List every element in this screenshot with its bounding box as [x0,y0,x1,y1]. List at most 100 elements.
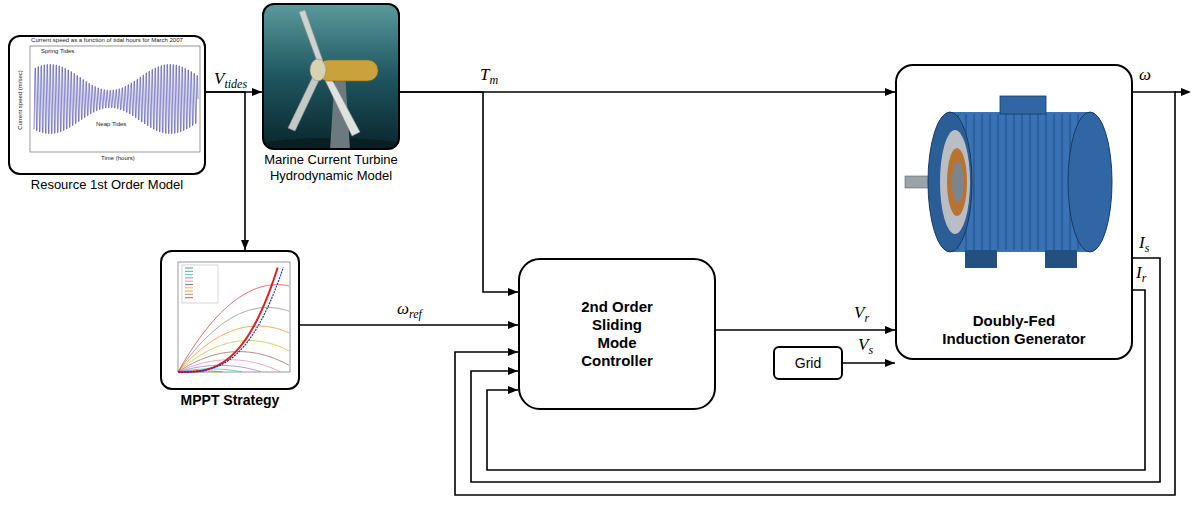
mppt-plot-part [178,308,289,372]
mppt-plot-part [185,284,193,285]
mppt-box: MPPT Strategy [160,250,300,390]
turbine-illustration-part [299,10,324,64]
signal-subscript: r [1142,271,1147,285]
signal-name: Vs [856,336,875,356]
mppt-plot-part [162,252,298,388]
annotation: Spring Tides [40,48,75,55]
mppt-plot-part [178,262,290,372]
mppt-plot-part [185,297,193,298]
cooling-fins-part [973,114,974,250]
tide-plot [10,37,204,173]
mppt-plot-part [178,360,280,372]
cooling-fins-part [1029,114,1030,250]
signal-subscript: ref [409,307,422,321]
output-arrow [1175,88,1191,96]
cooling-fins-part [1037,114,1038,250]
cooling-fins-part [1021,114,1022,250]
mppt-plot-part [182,265,218,303]
axis-title: Time (hours) [100,155,136,162]
signal-arrow [400,92,518,292]
grid-box: Grid [773,346,843,380]
cooling-fins-part [981,114,982,250]
signal-symbol: T [480,65,489,84]
controller-box: 2nd Order Sliding Mode Controller [518,258,716,410]
signal-arrow [843,362,895,364]
signal-name: ωref [395,300,424,320]
generator-illustration-part [928,112,972,252]
signal-arrow [455,92,1175,495]
generator-illustration-part [1045,250,1077,268]
signal-subscript: s [868,343,873,357]
turbine-illustration-part [318,60,378,81]
mppt-plot-part [185,268,193,269]
mppt-plot-part [185,287,193,288]
axis-title: Current speed (m/sec) [17,69,24,131]
generator-illustration-part [1000,96,1046,114]
signal-symbol: I [1136,263,1142,282]
generator-illustration-part [1068,112,1112,252]
output-arrow-part [1181,88,1191,96]
generator-illustration-part [940,130,970,234]
generator-illustration-part [947,148,967,216]
generator-illustration [905,96,1112,268]
cooling-fins-part [989,114,990,250]
tide-plot-part [34,64,198,133]
cooling-fins-part [1053,114,1054,250]
generator-box: Doubly-Fed Induction Generator [895,64,1133,360]
cooling-fins-part [1045,114,1046,250]
turbine-illustration-part [263,4,399,149]
mppt-plot-part [185,274,193,275]
tide-plot-part [10,37,204,173]
signal-name: Is [1137,234,1151,254]
cooling-fins-part [997,114,998,250]
box-caption: MPPT Strategy [150,392,310,409]
mppt-plot [162,252,298,388]
box-caption: Resource 1st Order Model [7,177,207,193]
generator-illustration-part [965,250,997,268]
annotation: Neap Tides [95,121,127,128]
signal-subscript: r [864,311,869,325]
signal-symbol: I [1139,233,1145,252]
mppt-plot-part [185,277,193,278]
signal-symbol: ω [397,299,409,318]
signal-symbol: ω [1139,65,1151,84]
signal-arrow [487,290,1145,470]
turbine-model-box: Marine Current Turbine Hydrodynamic Mode… [262,3,400,150]
resource-model-box: Resource 1st Order Model [8,35,206,175]
mppt-plot-part [178,326,289,372]
turbine-illustration-part [288,74,321,131]
signal-symbol: V [858,335,868,354]
signal-symbol: V [854,303,864,322]
signal-arrow [206,92,245,250]
output-arrow-part [1175,91,1182,93]
signal-subscript: tides [224,77,247,91]
signal-name: Vr [852,304,871,324]
signal-symbol: V [214,69,224,88]
signal-arrow [300,324,518,326]
cooling-fins-part [1061,114,1062,250]
signal-arrow [716,329,895,331]
generator-illustration-part [952,162,964,202]
turbine-illustration [263,4,399,149]
plot-title: Current speed as a function of tidal hou… [30,37,184,44]
box-caption: Marine Current Turbine Hydrodynamic Mode… [241,152,421,183]
cooling-fins [958,114,1078,250]
box-label: Doubly-Fed Induction Generator [939,312,1089,348]
tide-plot-part [30,46,200,152]
signal-name: ω [1137,66,1153,83]
turbine-illustration-part [322,72,360,136]
mppt-plot-part [185,294,193,295]
signal-name: Vtides [212,70,249,90]
mppt-plot-part [185,271,193,272]
mppt-plot-part [185,281,193,282]
cooling-fins-part [1013,114,1014,250]
box-label: Grid [795,355,821,372]
mppt-plot-part [185,291,193,292]
box-label: 2nd Order Sliding Mode Controller [573,298,661,370]
signal-subscript: s [1145,241,1150,255]
cooling-fins-part [1005,114,1006,250]
signal-name: Tm [478,66,500,86]
